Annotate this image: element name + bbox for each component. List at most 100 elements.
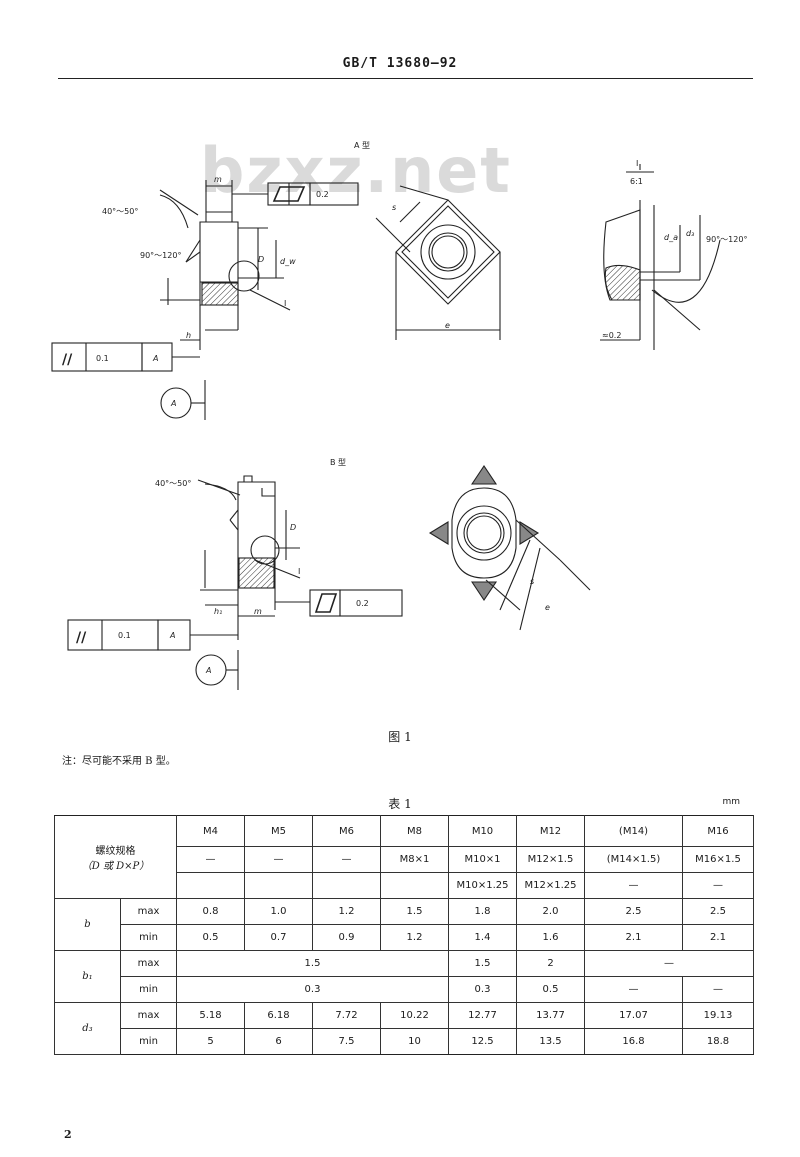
label-datum-circle-b: A bbox=[205, 666, 211, 675]
label-dim-m-b: m bbox=[254, 607, 262, 616]
label-detail-scale: 6:1 bbox=[630, 177, 643, 186]
label-type-b: B 型 bbox=[330, 458, 346, 467]
table-cell: 0.9 bbox=[312, 924, 381, 951]
label-detail-i: I bbox=[636, 159, 638, 168]
detail-i-view bbox=[600, 164, 721, 350]
table-cell: 17.07 bbox=[584, 1002, 683, 1029]
label-radius: ≈0.2 bbox=[602, 331, 621, 340]
label-dim-da: d_a bbox=[664, 233, 678, 242]
table-cell: 1.5 bbox=[176, 950, 449, 977]
table-cell: 2.5 bbox=[682, 898, 754, 925]
table-cell: M16×1.5 bbox=[682, 846, 754, 873]
table-cell: 0.3 bbox=[176, 976, 449, 1003]
table-cell: 2.1 bbox=[584, 924, 683, 951]
table-row: min 0.3 0.3 0.5 — — bbox=[55, 976, 754, 1003]
table-cell: 1.2 bbox=[380, 924, 449, 951]
table-cell: 0.8 bbox=[176, 898, 245, 925]
table-caption: 表 1 bbox=[388, 797, 412, 811]
table-cell: 13.77 bbox=[516, 1002, 585, 1029]
table-cell: M8 bbox=[380, 815, 449, 847]
parallelism-icon: // bbox=[62, 352, 73, 368]
spec-label-cell: 螺纹规格 （D 或 D×P） bbox=[54, 815, 177, 899]
table-cell: — bbox=[584, 976, 683, 1003]
label-parallel-a: 0.1 bbox=[96, 354, 109, 363]
table-row: min 0.5 0.7 0.9 1.2 1.4 1.6 2.1 2.1 bbox=[55, 924, 754, 951]
table-cell: 0.5 bbox=[176, 924, 245, 951]
dimension-table: 螺纹规格 （D 或 D×P） M4 M5 M6 M8 M10 M12 (M14)… bbox=[54, 815, 754, 1055]
table-cell: max bbox=[120, 950, 177, 977]
table-cell: — bbox=[682, 976, 754, 1003]
table-cell: 19.13 bbox=[682, 1002, 754, 1029]
figure-note: 注：尽可能不采用 B 型。 bbox=[62, 756, 176, 767]
label-detail-mark-b: I bbox=[298, 567, 300, 576]
table-cell: — bbox=[176, 846, 245, 873]
label-angle-a2: 90°～120° bbox=[140, 251, 181, 260]
label-dim-h-b: h₁ bbox=[214, 607, 222, 616]
figure-caption: 图 1 bbox=[388, 730, 412, 744]
table-cell: M5 bbox=[244, 815, 313, 847]
table-row: M10×1.25 M12×1.25 — — bbox=[55, 872, 754, 899]
parallelism-icon: // bbox=[76, 630, 87, 646]
label-dim-e-a: e bbox=[445, 321, 450, 330]
table-cell: max bbox=[120, 898, 177, 925]
table-row: b₁ max 1.5 1.5 2 — bbox=[54, 950, 754, 1003]
table-cell: 18.8 bbox=[682, 1028, 754, 1055]
label-angle-b: 40°～50° bbox=[155, 479, 191, 488]
label-flatness-a: 0.2 bbox=[316, 190, 329, 199]
table-cell: 2 bbox=[516, 950, 585, 977]
label-type-a: A 型 bbox=[354, 141, 370, 150]
watermark: bzxz.net bbox=[200, 134, 512, 207]
table-cell: M6 bbox=[312, 815, 381, 847]
table-cell: 16.8 bbox=[584, 1028, 683, 1055]
table-cell: 5.18 bbox=[176, 1002, 245, 1029]
table-unit: mm bbox=[722, 797, 740, 807]
type-a-top-view bbox=[375, 185, 501, 340]
table-cell: M10 bbox=[448, 815, 517, 847]
table-cell: (M14) bbox=[584, 815, 683, 847]
table-row: — — — M8×1 M10×1 M12×1.5 (M14×1.5) M16×1… bbox=[55, 846, 754, 873]
table-cell: 2.1 bbox=[682, 924, 754, 951]
label-parallel-b: 0.1 bbox=[118, 631, 131, 640]
table-cell: 1.5 bbox=[448, 950, 517, 977]
table-cell bbox=[380, 872, 449, 899]
label-dim-e-b: e bbox=[545, 603, 550, 612]
table-cell: 6 bbox=[244, 1028, 313, 1055]
table-cell: M10×1 bbox=[448, 846, 517, 873]
row-label-b1: b₁ bbox=[54, 950, 121, 1003]
table-cell: M12 bbox=[516, 815, 585, 847]
table-row: 螺纹规格 （D 或 D×P） M4 M5 M6 M8 M10 M12 (M14)… bbox=[54, 815, 754, 899]
table-cell: — bbox=[682, 872, 754, 899]
label-datum-circle-a: A bbox=[170, 399, 176, 408]
table-cell: 1.5 bbox=[380, 898, 449, 925]
table-cell: 7.72 bbox=[312, 1002, 381, 1029]
table-cell: max bbox=[120, 1002, 177, 1029]
table-cell: M12×1.25 bbox=[516, 872, 585, 899]
table-cell: — bbox=[584, 872, 683, 899]
table-cell: 12.5 bbox=[448, 1028, 517, 1055]
table-cell: (M14×1.5) bbox=[584, 846, 683, 873]
table-row: b max 0.8 1.0 1.2 1.5 1.8 2.0 2.5 2.5 bbox=[54, 898, 754, 951]
table-cell: 2.0 bbox=[516, 898, 585, 925]
label-dim-dw: d_w bbox=[280, 257, 296, 266]
table-cell: min bbox=[120, 924, 177, 951]
table-cell: — bbox=[584, 950, 754, 977]
table-cell: M8×1 bbox=[380, 846, 449, 873]
table-cell: 1.6 bbox=[516, 924, 585, 951]
table-cell: 1.0 bbox=[244, 898, 313, 925]
technical-drawing: A 型 B 型 I 6:1 40°～50° 90°～120° 90°～120° … bbox=[51, 141, 747, 690]
label-angle-a: 40°～50° bbox=[102, 207, 138, 216]
row-label-b: b bbox=[54, 898, 121, 951]
table-cell: M4 bbox=[176, 815, 245, 847]
page-number: 2 bbox=[64, 1128, 72, 1141]
table-row: d₃ max 5.18 6.18 7.72 10.22 12.77 13.77 … bbox=[54, 1002, 754, 1055]
label-dim-h-a: h bbox=[186, 331, 191, 340]
table-cell: — bbox=[244, 846, 313, 873]
label-detail-mark-a: I bbox=[284, 299, 286, 308]
table-cell: 6.18 bbox=[244, 1002, 313, 1029]
table-cell: 13.5 bbox=[516, 1028, 585, 1055]
label-dim-s-a: s bbox=[392, 203, 396, 212]
table-cell bbox=[176, 872, 245, 899]
type-a-side-view bbox=[51, 180, 359, 420]
table-cell bbox=[244, 872, 313, 899]
table-cell: 12.77 bbox=[448, 1002, 517, 1029]
